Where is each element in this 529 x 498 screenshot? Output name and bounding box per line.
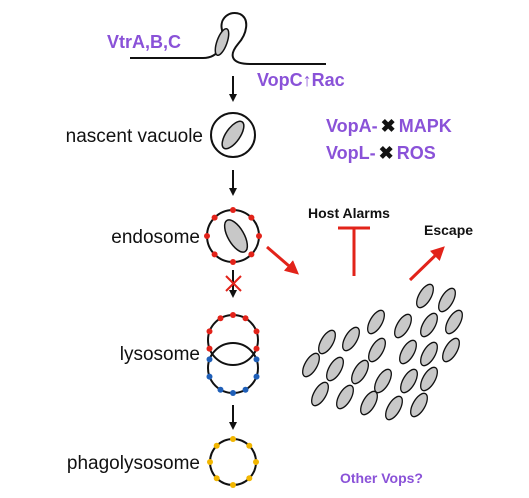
bacterium-cell — [385, 395, 403, 421]
lysosome-marker-dot-blue — [206, 373, 213, 380]
lysosome-marker-dot-red — [217, 315, 224, 322]
phagolysosome-marker-dot — [253, 459, 259, 465]
lysosome-marker-dot-red — [230, 312, 236, 318]
bacterium-cell — [420, 341, 438, 367]
phagolysosome-markers — [207, 436, 259, 488]
bacterium-cell — [311, 381, 329, 407]
phagolysosome-marker-dot — [230, 482, 236, 488]
nascent-vacuole — [210, 112, 256, 158]
up-arrow-icon: ↑ — [303, 70, 312, 90]
phagolysosome-marker-dot — [246, 442, 253, 449]
vopc-label: VopC — [257, 70, 303, 90]
bacterium-cell — [368, 337, 386, 363]
lysosome-marker-dot-blue — [242, 386, 249, 393]
phagolysosome — [207, 436, 259, 488]
bacterium-cell — [420, 366, 438, 392]
endosome — [204, 207, 262, 265]
phagolysosome-marker-dot — [207, 459, 213, 465]
ros-label: ROS — [397, 143, 436, 163]
phagolysosome-marker-dot — [230, 436, 236, 442]
entry-membrane — [130, 12, 326, 65]
vopa-mapk-label: VopA-✖MAPK — [326, 116, 452, 136]
stage-label-nascent-vacuole: nascent vacuole — [66, 126, 203, 147]
bacterium-cell — [336, 384, 354, 410]
bacterium-cell — [394, 313, 412, 339]
lysosome-marker-dot-blue — [206, 356, 213, 363]
endosome-escape-arrow — [266, 245, 300, 275]
phagolysosome-marker-dot — [246, 475, 253, 482]
lysosome-marker-dot-blue — [217, 386, 224, 393]
rac-label: Rac — [312, 70, 345, 90]
lysosome-marker-dot-blue — [253, 356, 260, 363]
blocked-maturation-cross-icon — [225, 275, 242, 292]
replicating-bacteria-cluster — [302, 283, 463, 421]
escape-arrow — [408, 246, 445, 282]
vopa-label: VopA- — [326, 116, 378, 136]
vopc-rac-label: VopC↑Rac — [257, 70, 345, 90]
bacterium-cell — [399, 339, 417, 365]
endosome-bacterium — [223, 219, 249, 253]
escape-label: Escape — [424, 222, 473, 238]
stage-label-endosome: endosome — [111, 227, 200, 248]
bacterium-cell — [442, 337, 460, 363]
stage-label-phagolysosome: phagolysosome — [67, 453, 200, 474]
lysosome-marker-dot-blue — [230, 390, 236, 396]
inhibition-t-bar-icon — [338, 226, 370, 276]
bacterium-cell — [438, 287, 456, 313]
endosome-marker-dot — [248, 251, 255, 258]
vopl-ros-label: VopL-✖ROS — [326, 143, 436, 163]
bacterium-cell — [420, 312, 438, 338]
block-x-icon: ✖ — [379, 143, 394, 163]
bacterium-cell — [318, 329, 336, 355]
other-vops-label: Other Vops? — [340, 470, 423, 486]
bacterium-cell — [410, 392, 428, 418]
bacterium-cell — [445, 309, 463, 335]
lysosome-marker-dot-red — [206, 345, 213, 352]
entering-bacterium — [214, 27, 230, 57]
endosome-marker-dot — [248, 214, 255, 221]
stage-label-lysosome: lysosome — [120, 344, 200, 365]
lysosome-marker-dot-red — [253, 345, 260, 352]
mapk-label: MAPK — [399, 116, 452, 136]
bacterium-cell — [416, 283, 434, 309]
lysosome — [206, 312, 260, 396]
bacterium-cell — [360, 390, 378, 416]
lysosome-marker-dot-red — [253, 328, 260, 335]
block-x-icon: ✖ — [381, 116, 396, 136]
lysosome-marker-dot-red — [242, 315, 249, 322]
endosome-markers — [204, 207, 262, 265]
host-alarms-label: Host Alarms — [308, 205, 390, 221]
bacterium-cell — [342, 326, 360, 352]
lysosome-marker-dot-red — [206, 328, 213, 335]
bacterium-cell — [351, 359, 369, 385]
bacterium-cell — [302, 352, 320, 378]
lysosome-marker-dot-blue — [253, 373, 260, 380]
phagolysosome-marker-dot — [213, 475, 220, 482]
endosome-marker-dot — [211, 214, 218, 221]
bacterium-cell — [367, 309, 385, 335]
endosome-marker-dot — [230, 259, 236, 265]
endosome-marker-dot — [230, 207, 236, 213]
vopl-label: VopL- — [326, 143, 376, 163]
lysosome-markers — [206, 312, 260, 396]
bacterium-cell — [326, 356, 344, 382]
vtr-regulators-label: VtrA,B,C — [107, 32, 181, 52]
vacuole-bacterium — [221, 120, 245, 150]
endosome-marker-dot — [211, 251, 218, 258]
phagolysosome-marker-dot — [213, 442, 220, 449]
bacterium-cell — [400, 368, 418, 394]
endosome-marker-dot — [204, 233, 210, 239]
endosome-marker-dot — [256, 233, 262, 239]
